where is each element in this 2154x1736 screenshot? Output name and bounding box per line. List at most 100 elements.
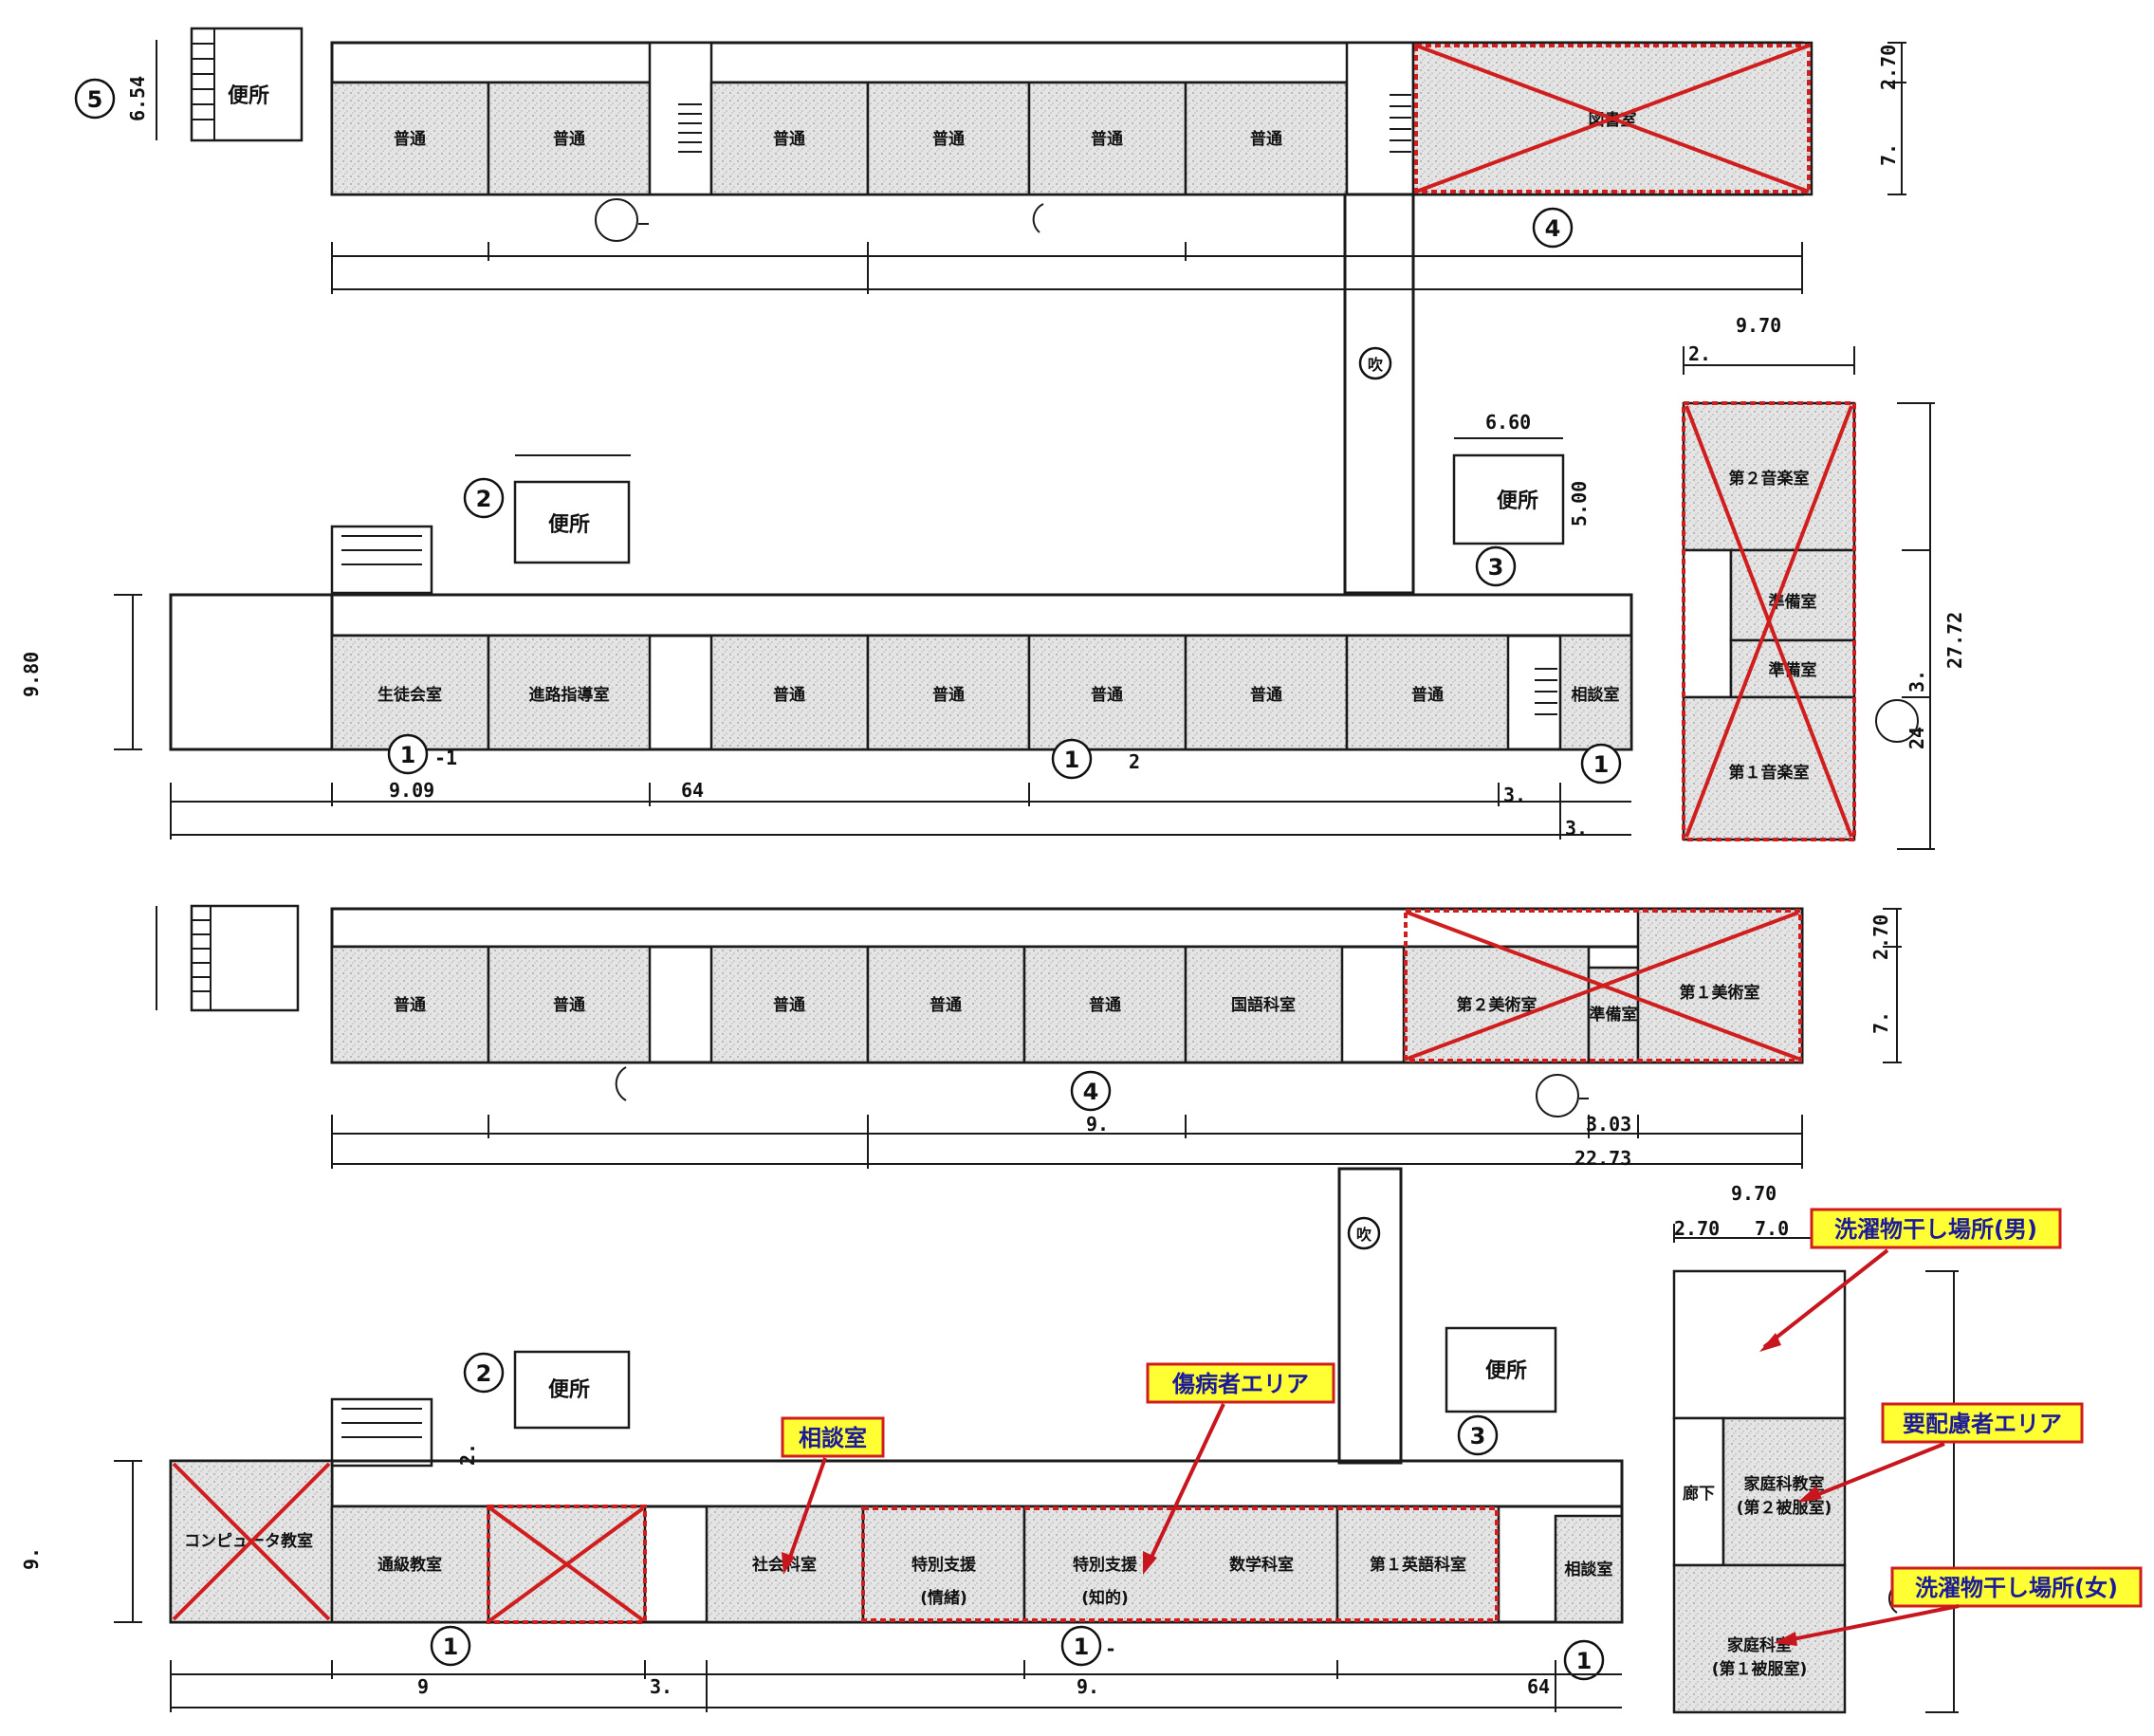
floor4-dim-wc: 6.54 bbox=[126, 76, 149, 121]
floor2-dim-303: 3.03 bbox=[1586, 1113, 1631, 1136]
floor3-dim-left: 9.80 bbox=[20, 652, 43, 697]
home-dim-b: 7.0 bbox=[1755, 1217, 1789, 1240]
floor1-marker-3: 3 bbox=[1457, 1414, 1499, 1456]
music-dim-top: 9.70 bbox=[1736, 314, 1781, 337]
floor1-marker-1b: 1 - bbox=[1060, 1625, 1116, 1667]
floor3-toilet-3-label: 便所 bbox=[1497, 489, 1538, 513]
floor3-dim-909: 9.09 bbox=[389, 779, 434, 802]
svg-text:洗濯物干し場所(男): 洗濯物干し場所(男) bbox=[1834, 1216, 2037, 1243]
floor1-dim-3: 3. bbox=[650, 1675, 672, 1698]
floor3-room-2: 普通 bbox=[932, 685, 965, 705]
floor1-room-tsukyu: 通級教室 bbox=[377, 1555, 442, 1575]
svg-text:1: 1 bbox=[443, 1634, 459, 1660]
svg-text:2: 2 bbox=[476, 1360, 492, 1387]
floor4-room-2: 普通 bbox=[553, 129, 585, 149]
floor2-marker-4: 4 bbox=[1070, 1070, 1112, 1112]
svg-text:1: 1 bbox=[1576, 1648, 1592, 1674]
floor1-dim-9: 9 bbox=[417, 1675, 429, 1698]
floor1-toilet-2-label: 便所 bbox=[548, 1378, 590, 1402]
svg-text:3: 3 bbox=[1470, 1423, 1486, 1450]
floor1-dim-64: 64 bbox=[1527, 1675, 1550, 1698]
floor4-marker-5: 5 bbox=[74, 78, 116, 120]
floor2-dim-9: 9. bbox=[1086, 1113, 1109, 1136]
floor3-dim-wc3-h: 5.00 bbox=[1568, 481, 1591, 526]
floor2-art-2: 第２美術室 bbox=[1457, 995, 1537, 1015]
svg-text:5: 5 bbox=[87, 86, 103, 113]
floor2-room-1: 普通 bbox=[394, 995, 426, 1015]
floor2-art-1: 第１美術室 bbox=[1680, 983, 1760, 1003]
floor1-dim-9b: 9. bbox=[1077, 1675, 1099, 1698]
svg-text:1: 1 bbox=[1074, 1634, 1090, 1660]
floor3-dim-64: 64 bbox=[681, 779, 704, 802]
callout-laundry-female: 洗濯物干し場所(女) bbox=[1774, 1566, 2143, 1646]
floor2-room-3: 普通 bbox=[773, 995, 805, 1015]
floor3-marker-2: 2 bbox=[463, 477, 505, 519]
floor2-dim-a: 2.70 bbox=[1869, 914, 1892, 960]
home-room-2: 家庭科教室 bbox=[1744, 1474, 1825, 1494]
callout-care-area: 要配慮者エリア bbox=[1797, 1402, 2084, 1503]
music-dim-3: 3. bbox=[1905, 670, 1928, 693]
floor1-room-english: 第１英語科室 bbox=[1370, 1555, 1466, 1575]
svg-text:傷病者エリア: 傷病者エリア bbox=[1171, 1371, 1309, 1397]
floor3-dim-3a: 3. bbox=[1503, 784, 1526, 806]
floor4-room-3: 普通 bbox=[773, 129, 805, 149]
music-dim-small: 2. bbox=[1688, 342, 1711, 365]
floor3-room-5: 普通 bbox=[1411, 685, 1444, 705]
floor2-room-5: 普通 bbox=[1089, 995, 1121, 1015]
svg-text:-1: -1 bbox=[434, 747, 457, 769]
music-prep-1: 準備室 bbox=[1769, 592, 1817, 612]
floor-3: 2 便所 便所 6.60 5.00 3 生徒会室 進路指導室 普通 普通 普通 … bbox=[20, 314, 1966, 850]
svg-text:相談室: 相談室 bbox=[799, 1425, 867, 1451]
svg-text:吹: 吹 bbox=[1368, 356, 1384, 374]
svg-text:3: 3 bbox=[1488, 554, 1504, 581]
floor3-room-career: 進路指導室 bbox=[529, 685, 610, 705]
music-dim-27: 27.72 bbox=[1943, 612, 1966, 669]
void-marker-top: 吹 bbox=[1358, 346, 1392, 380]
svg-text:1: 1 bbox=[1064, 747, 1080, 773]
home-room-1-sub: (第１被服室) bbox=[1712, 1659, 1808, 1679]
floor1-room-special-2: 特別支援 bbox=[1073, 1555, 1138, 1575]
svg-text:2: 2 bbox=[476, 486, 492, 512]
floor4-room-5: 普通 bbox=[1091, 129, 1123, 149]
floor1-marker-1c: 1 bbox=[1563, 1639, 1605, 1681]
home-corridor: 廊下 bbox=[1683, 1484, 1715, 1504]
callout-laundry-male: 洗濯物干し場所(男) bbox=[1759, 1208, 2062, 1352]
floor4-dim-a: 2.70 bbox=[1877, 45, 1900, 90]
svg-text:4: 4 bbox=[1083, 1079, 1099, 1105]
music-room-1: 第１音楽室 bbox=[1729, 763, 1810, 783]
home-dim-a: 2.70 bbox=[1674, 1217, 1720, 1240]
floor1-room-special-1-sub: (情緒) bbox=[920, 1588, 967, 1608]
svg-text:要配慮者エリア: 要配慮者エリア bbox=[1903, 1411, 2062, 1437]
floor-2: 普通 普通 普通 普通 普通 国語科室 第２美術室 準備室 第１美術室 4 bbox=[156, 904, 1902, 1170]
floor3-dim-3b: 3. bbox=[1565, 817, 1588, 840]
floor3-room-student-council: 生徒会室 bbox=[377, 685, 442, 705]
floor1-room-math: 数学科室 bbox=[1229, 1555, 1294, 1575]
floor1-marker-2: 2 bbox=[463, 1352, 505, 1394]
floor2-room-japanese: 国語科室 bbox=[1231, 995, 1296, 1015]
music-prep-2: 準備室 bbox=[1769, 660, 1817, 680]
floor4-room-6: 普通 bbox=[1250, 129, 1282, 149]
floor4-room-1: 普通 bbox=[394, 129, 426, 149]
floor3-marker-1a: 1 -1 bbox=[387, 733, 457, 775]
home-dim-top: 9.70 bbox=[1731, 1182, 1777, 1205]
floor-4: 便所 5 6.54 普通 普通 普通 普通 普通 普通 図書室 bbox=[74, 27, 1906, 294]
floor3-dim-wc3-w: 6.60 bbox=[1485, 411, 1531, 434]
callout-consult: 相談室 bbox=[781, 1416, 885, 1575]
home-room-2-sub: (第２被服室) bbox=[1737, 1498, 1832, 1518]
floor1-room-special-2-sub: (知的) bbox=[1081, 1588, 1129, 1608]
floor2-dim-2273: 22.73 bbox=[1574, 1147, 1631, 1170]
floor2-art-prep: 準備室 bbox=[1590, 1005, 1638, 1025]
floor2-room-2: 普通 bbox=[553, 995, 585, 1015]
floor3-room-3: 普通 bbox=[1091, 685, 1123, 705]
callout-injured-area: 傷病者エリア bbox=[1143, 1362, 1335, 1575]
floor4-toilet-label: 便所 bbox=[228, 84, 269, 108]
floor3-room-4: 普通 bbox=[1250, 685, 1282, 705]
svg-text:2: 2 bbox=[1129, 750, 1140, 773]
floor3-room-1: 普通 bbox=[773, 685, 805, 705]
floor1-room-special-1: 特別支援 bbox=[911, 1555, 977, 1575]
floor1-toilet-3-label: 便所 bbox=[1485, 1359, 1527, 1383]
music-room-2: 第２音楽室 bbox=[1729, 469, 1810, 489]
floor3-toilet-2-label: 便所 bbox=[548, 513, 590, 537]
music-wing: 9.70 2. 第２音楽室 準備室 準備室 第１音楽室 27.72 3. 24 bbox=[1682, 314, 1966, 850]
